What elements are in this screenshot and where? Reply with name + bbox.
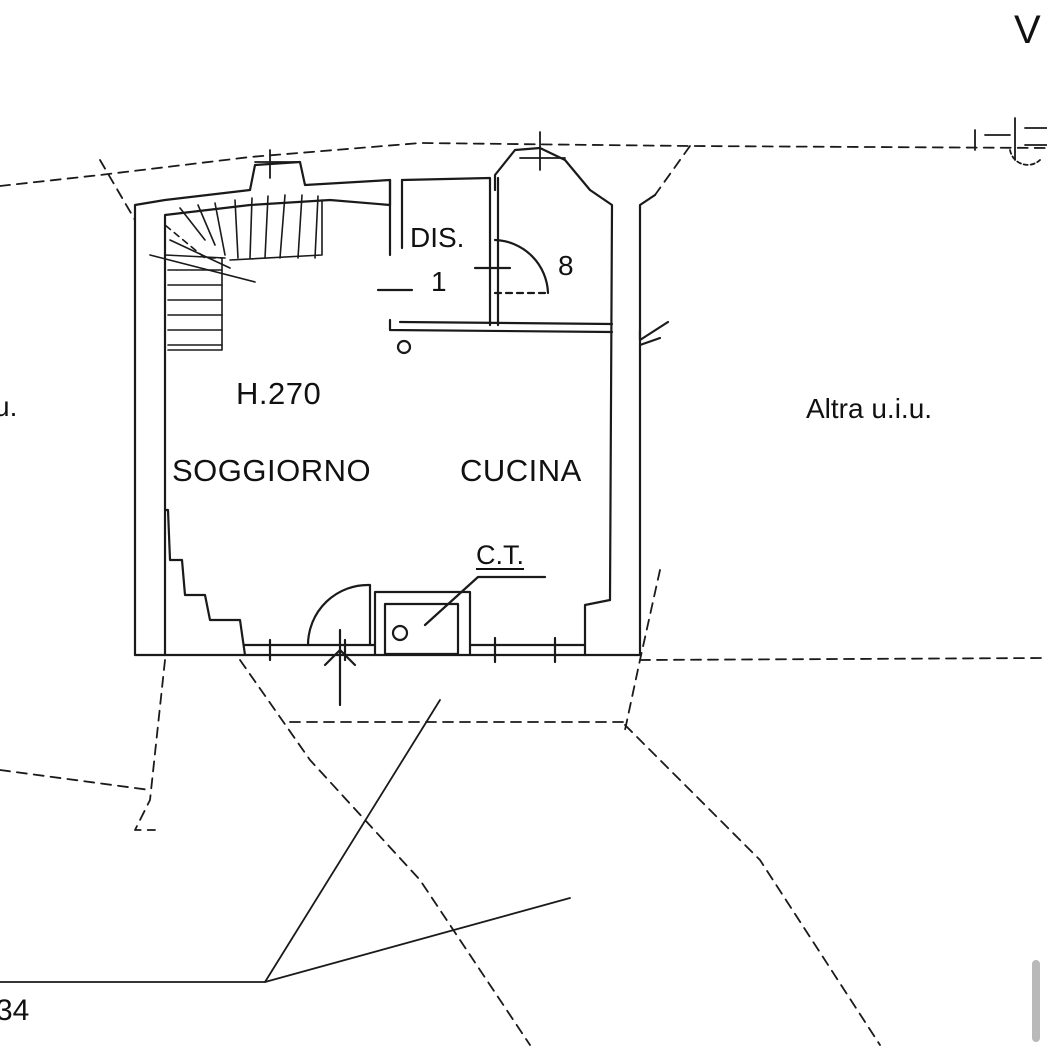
ceiling-height-label: H.270 [236, 376, 322, 411]
room-label-dis: DIS. [410, 222, 465, 253]
scrollbar-thumb[interactable] [1032, 960, 1040, 1042]
staircase [149, 194, 323, 351]
room-number-dis: 1 [431, 266, 447, 297]
top-right-edge-label: V [1014, 8, 1041, 52]
boundary-lines [0, 142, 1047, 1046]
adjacent-unit-label: Altra u.i.u. [806, 393, 933, 424]
room-label-soggiorno: SOGGIORNO [172, 453, 372, 488]
room-label-cucina: CUCINA [460, 453, 582, 488]
outer-walls [133, 146, 670, 657]
boiler-label-ct: C.T. [476, 540, 525, 570]
ct-box [373, 575, 547, 657]
leader-lines [0, 699, 571, 983]
exterior-details [254, 117, 1047, 179]
room-number-bagno: 8 [558, 250, 574, 281]
left-edge-label: u. [0, 391, 18, 422]
front-wall [243, 636, 587, 664]
entry-door [306, 583, 372, 707]
bottom-left-edge-label: 34 [0, 994, 30, 1027]
partitions [376, 176, 614, 355]
